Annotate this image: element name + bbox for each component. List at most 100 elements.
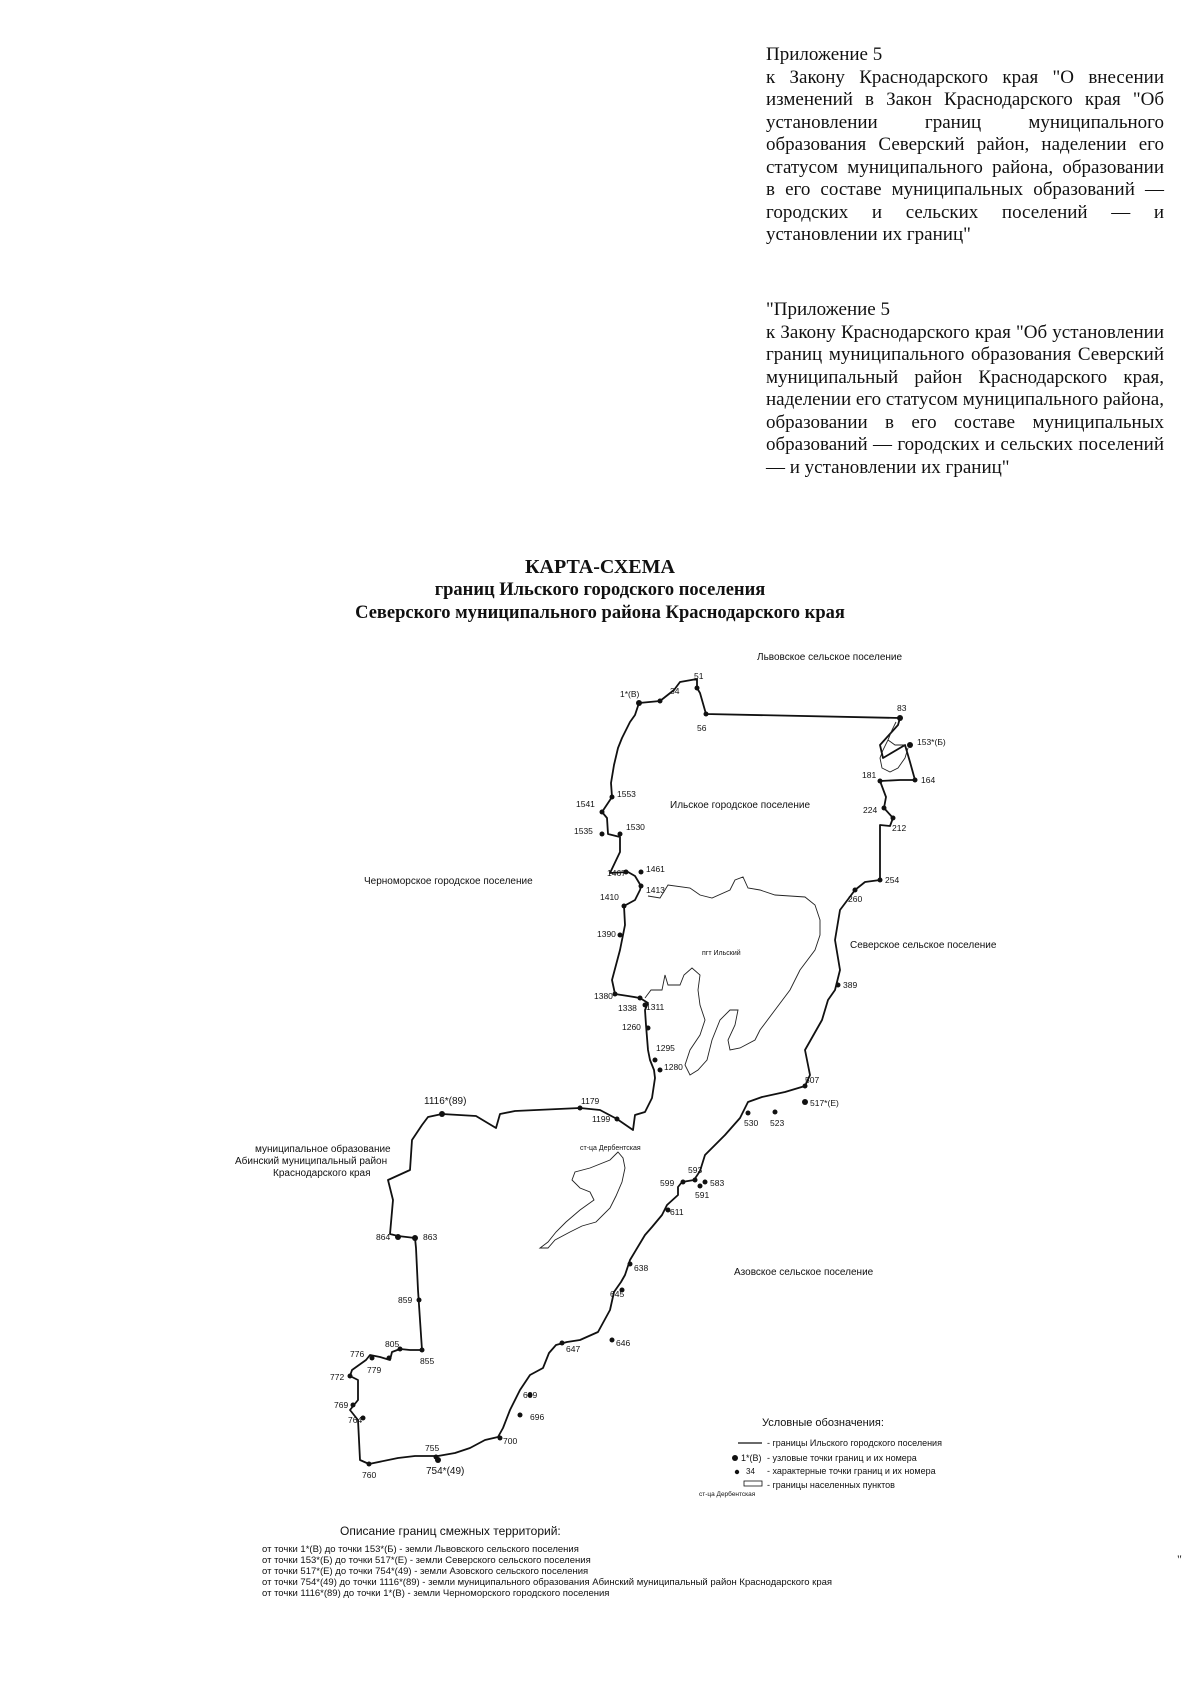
map-title-line-3: Северского муниципального района Краснод… bbox=[355, 603, 845, 623]
legend-title: Условные обозначения: bbox=[762, 1417, 884, 1429]
point-label: 1199 bbox=[592, 1114, 611, 1124]
point-label: 805 bbox=[385, 1339, 399, 1349]
ilsky-settlement-boundary bbox=[644, 876, 821, 1076]
point-marker bbox=[599, 809, 605, 815]
point-marker bbox=[350, 1402, 356, 1408]
point-marker bbox=[912, 777, 918, 783]
point-label: 1413 bbox=[646, 885, 665, 895]
derbentskaya-settlement-boundary bbox=[538, 1151, 626, 1249]
point-marker bbox=[907, 742, 913, 748]
point-marker bbox=[877, 778, 883, 784]
point-marker bbox=[692, 1177, 698, 1183]
closing-quote-mark: " bbox=[1177, 1552, 1182, 1566]
point-label: 164 bbox=[921, 775, 935, 785]
description-line-4: от точки 754*(49) до точки 1116*(89) - з… bbox=[262, 1577, 833, 1588]
point-label: 1535 bbox=[574, 826, 593, 836]
map-title-line-1: КАРТА-СХЕМА bbox=[525, 556, 675, 578]
point-label: 181 bbox=[862, 770, 876, 780]
point-label: 760 bbox=[362, 1470, 376, 1480]
legend: Условные обозначения: - границы Ильского… bbox=[699, 1417, 942, 1498]
point-marker bbox=[890, 815, 896, 821]
point-marker bbox=[609, 794, 615, 800]
legend-settlement-sample: ст-ца Дербентская bbox=[699, 1490, 756, 1498]
adjacent-territories-description: Описание границ смежных территорий: от т… bbox=[262, 1524, 832, 1599]
point-marker bbox=[881, 805, 887, 811]
point-marker bbox=[419, 1347, 425, 1353]
point-label: 1311 bbox=[646, 1002, 665, 1012]
point-label: 212 bbox=[892, 823, 906, 833]
point-marker bbox=[617, 932, 623, 938]
point-label: 646 bbox=[616, 1338, 630, 1348]
settlement-label-ilsky: пгт Ильский bbox=[702, 949, 741, 957]
point-marker bbox=[347, 1373, 353, 1379]
point-label: 1467 bbox=[607, 868, 626, 878]
point-marker bbox=[517, 1412, 523, 1418]
point-marker bbox=[680, 1179, 686, 1185]
region-label-azovskoe: Азовское сельское поселение bbox=[734, 1267, 874, 1278]
legend-char-marker bbox=[734, 1469, 740, 1475]
description-line-2: от точки 153*(Б) до точки 517*(Е) - земл… bbox=[262, 1555, 591, 1566]
legend-char-text: - характерные точки границ и их номера bbox=[767, 1466, 936, 1476]
point-label: 523 bbox=[770, 1118, 784, 1128]
region-label-severskoe: Северское сельское поселение bbox=[850, 940, 997, 951]
point-label: 645 bbox=[610, 1289, 624, 1299]
appendix-note-1: Приложение 5 к Закону Краснодарского кра… bbox=[766, 44, 1164, 247]
region-label-ilskoe: Ильское городское поселение bbox=[670, 800, 810, 811]
map-title: КАРТА-СХЕМА границ Ильского городского п… bbox=[300, 555, 900, 625]
legend-char-sample: 34 bbox=[746, 1467, 755, 1476]
point-marker bbox=[665, 1207, 671, 1213]
map-title-line-2: границ Ильского городского поселения bbox=[434, 580, 766, 600]
point-label: 776 bbox=[350, 1349, 364, 1359]
point-label: 530 bbox=[744, 1118, 758, 1128]
legend-node-text: - узловые точки границ и их номера bbox=[767, 1453, 917, 1463]
point-marker bbox=[638, 869, 644, 875]
point-label: 591 bbox=[695, 1190, 709, 1200]
point-marker bbox=[527, 1392, 533, 1398]
point-marker bbox=[439, 1111, 445, 1117]
point-label: 1295 bbox=[656, 1043, 675, 1053]
point-marker bbox=[609, 1337, 615, 1343]
point-label: 1390 bbox=[597, 929, 616, 939]
point-label: 34 bbox=[670, 686, 680, 696]
point-label: 517*(Е) bbox=[810, 1098, 839, 1108]
point-marker bbox=[636, 700, 642, 706]
point-label: 56 bbox=[697, 723, 707, 733]
point-marker bbox=[802, 1099, 808, 1105]
description-title: Описание границ смежных территорий: bbox=[340, 1524, 561, 1538]
region-label-abinsky-3: Краснодарского края bbox=[273, 1168, 371, 1179]
point-label: 1461 bbox=[646, 864, 665, 874]
point-marker bbox=[697, 1183, 703, 1189]
point-marker bbox=[657, 698, 663, 704]
point-marker bbox=[852, 887, 858, 893]
point-marker bbox=[772, 1109, 778, 1115]
point-marker bbox=[694, 685, 700, 691]
point-label: 1338 bbox=[618, 1003, 637, 1013]
point-label: 772 bbox=[330, 1372, 344, 1382]
region-labels: Львовское сельское поселение Ильское гор… bbox=[235, 652, 997, 1278]
point-marker bbox=[627, 1261, 633, 1267]
point-marker bbox=[369, 1355, 375, 1361]
point-marker bbox=[416, 1297, 422, 1303]
point-label: 1179 bbox=[581, 1096, 600, 1106]
point-label: 224 bbox=[863, 805, 877, 815]
point-label: 755 bbox=[425, 1443, 439, 1453]
legend-settlement-sample-box bbox=[743, 1480, 763, 1487]
point-marker bbox=[559, 1340, 565, 1346]
point-label: 599 bbox=[660, 1178, 674, 1188]
point-marker bbox=[835, 982, 841, 988]
point-label: 1530 bbox=[626, 822, 645, 832]
north-east-settlement-boundary bbox=[879, 721, 909, 773]
point-marker bbox=[617, 831, 623, 837]
point-label: 1116*(89) bbox=[424, 1096, 466, 1107]
point-marker bbox=[897, 715, 903, 721]
point-marker bbox=[435, 1457, 441, 1463]
point-label: 689 bbox=[523, 1390, 537, 1400]
point-marker bbox=[657, 1067, 663, 1073]
point-marker bbox=[412, 1235, 418, 1241]
point-label: 779 bbox=[367, 1365, 381, 1375]
appendix-2-line-2: к Закону Краснодарского края "Об установ… bbox=[766, 321, 1164, 478]
point-labels: 1*(В) 34 51 56 83 153*(Б) 164 181 224 21… bbox=[330, 671, 946, 1480]
point-label: 260 bbox=[848, 894, 862, 904]
point-marker bbox=[366, 1461, 372, 1467]
